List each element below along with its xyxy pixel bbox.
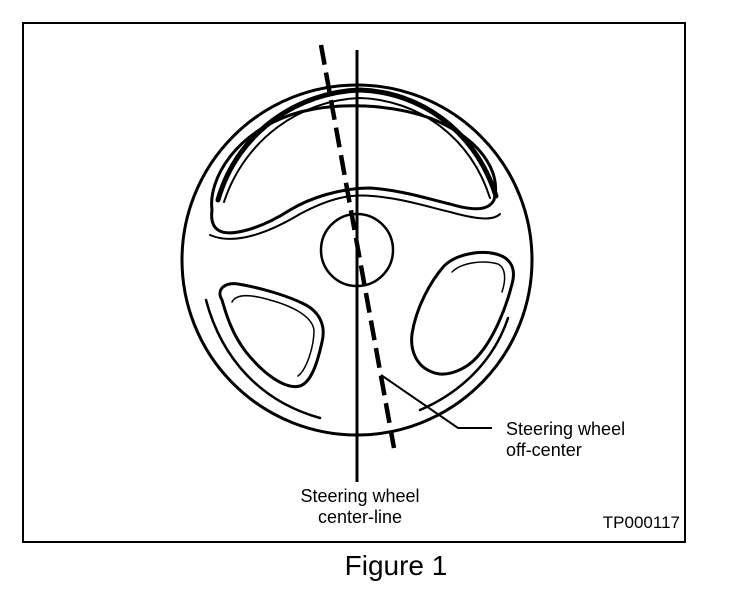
centerline-label: Steering wheel center-line — [280, 486, 440, 528]
right-lower-opening — [410, 251, 515, 376]
upper-opening — [210, 104, 498, 235]
offcenter-dashed-line — [318, 44, 397, 449]
rim-inner-arc-bottom — [204, 298, 322, 420]
centerline-label-line-1: Steering wheel — [300, 486, 420, 506]
centerline-label-line-2: center-line — [317, 507, 403, 527]
rim-inner-arc-top-2 — [223, 97, 491, 203]
cross-spoke-lower — [209, 194, 501, 240]
offcenter-label-line-2: off-center — [506, 440, 582, 460]
rim-inner-arc-top — [215, 87, 499, 203]
left-lower-opening — [218, 282, 325, 389]
left-lower-opening-inner — [231, 295, 315, 377]
offcenter-label: Steering wheel off-center — [506, 419, 625, 461]
figure-code: TP000117 — [602, 513, 680, 532]
right-lower-opening-inner — [451, 261, 506, 293]
figure-caption: Figure 1 — [344, 550, 448, 581]
figure-frame — [22, 22, 686, 543]
offcenter-leader-line — [380, 374, 492, 429]
rim-inner-arc-bottom-right — [418, 316, 510, 412]
offcenter-label-line-1: Steering wheel — [506, 419, 626, 439]
